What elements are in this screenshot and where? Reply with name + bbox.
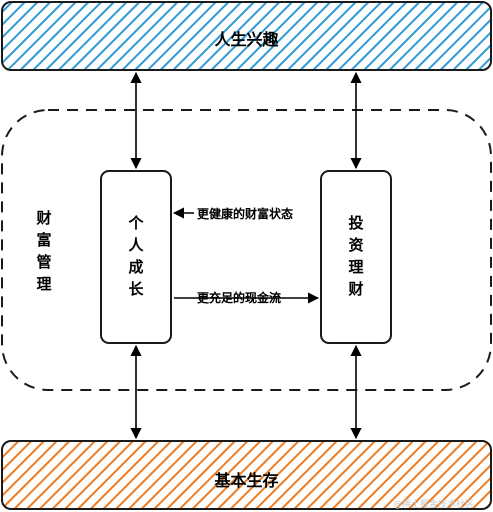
personal-growth-label: 个人成长 [128,214,144,298]
top-banner [1,1,492,71]
watermark: @稀土掘金技术社区 [393,500,475,510]
bottom-banner-label: 基本生存 [214,471,279,490]
bottom-banner [1,440,492,510]
investment-box [320,170,392,344]
top-banner-label: 人生兴趣 [214,30,279,49]
more-cashflow-label: 更充足的现金流 [197,291,282,305]
personal-growth-box [100,170,172,344]
investment-label: 投资理财 [348,214,364,298]
healthier-wealth-label: 更健康的财富状态 [197,207,294,221]
wealth-management-region [1,109,492,391]
wealth-management-label: 财富管理 [36,209,52,293]
